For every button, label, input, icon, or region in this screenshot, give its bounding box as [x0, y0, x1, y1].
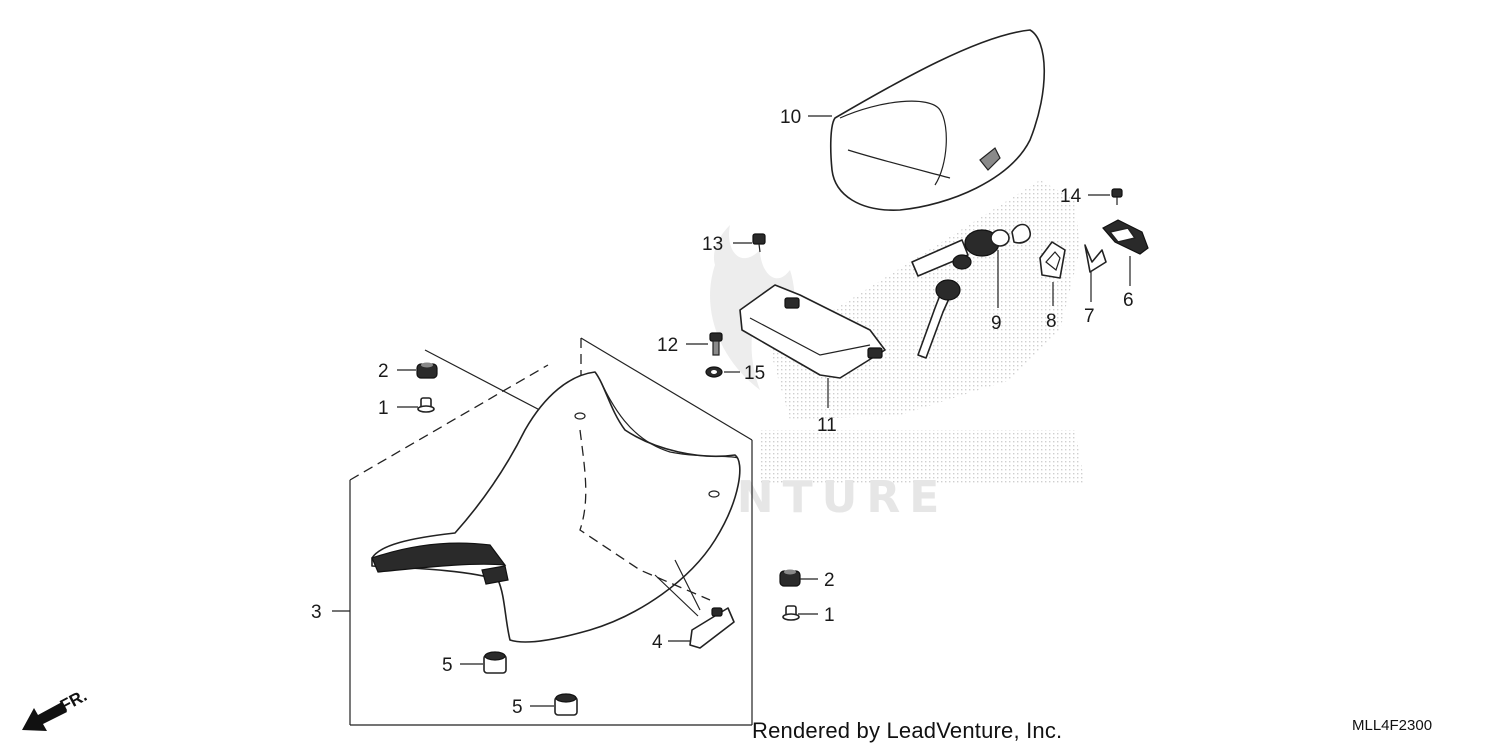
seat-hook-4-part [654, 559, 735, 649]
callout-11: 11 [817, 415, 837, 436]
callout-2-upper: 2 [378, 361, 389, 382]
damper-5-upper-part [483, 651, 507, 674]
callout-7: 7 [1084, 306, 1095, 327]
callout-1-lower: 1 [824, 605, 835, 626]
callout-10: 10 [780, 107, 801, 128]
latch-6-part [1102, 219, 1149, 255]
grommet-2-upper-part [416, 362, 438, 379]
callout-9: 9 [991, 313, 1002, 334]
clip-7-part [1084, 244, 1107, 273]
callout-15: 15 [744, 363, 765, 384]
callout-2-lower: 2 [824, 570, 835, 591]
washer-15-part [705, 366, 723, 378]
callout-6: 6 [1123, 290, 1134, 311]
callout-4: 4 [652, 632, 663, 653]
callout-3: 3 [311, 602, 322, 623]
callout-14: 14 [1060, 186, 1082, 207]
screw-14-part [1111, 188, 1123, 205]
callout-5-upper: 5 [442, 655, 453, 676]
collar-1-upper-part [417, 397, 435, 413]
callout-5-lower: 5 [512, 697, 523, 718]
callout-labels: 10 14 13 9 8 7 6 12 15 11 2 1 3 2 1 4 5 … [311, 107, 1134, 718]
front-direction-indicator: FR. [22, 686, 90, 731]
leader-lines [332, 115, 1131, 707]
callout-13: 13 [702, 234, 723, 255]
grommet-2-lower-part [779, 569, 801, 587]
collar-1-lower-part [782, 605, 800, 621]
seat-assembly-bracket-box [349, 337, 753, 726]
diagram-code: MLL4F2300 [1352, 717, 1433, 734]
rider-seat-part [371, 371, 741, 643]
front-arrow-icon [22, 702, 67, 731]
callout-12: 12 [657, 335, 678, 356]
seat-bracket-part [739, 284, 886, 379]
bolt-13-part [752, 233, 766, 253]
pillion-seat-part [829, 29, 1046, 211]
damper-5-lower-part [554, 693, 578, 716]
gasket-8-part [1039, 241, 1066, 279]
callout-1-upper: 1 [378, 398, 389, 419]
render-credit: Rendered by LeadVenture, Inc. [752, 718, 1063, 743]
callout-8: 8 [1046, 311, 1057, 332]
seat-lock-cylinder-part [911, 223, 1032, 359]
bolt-12-part [709, 332, 723, 356]
